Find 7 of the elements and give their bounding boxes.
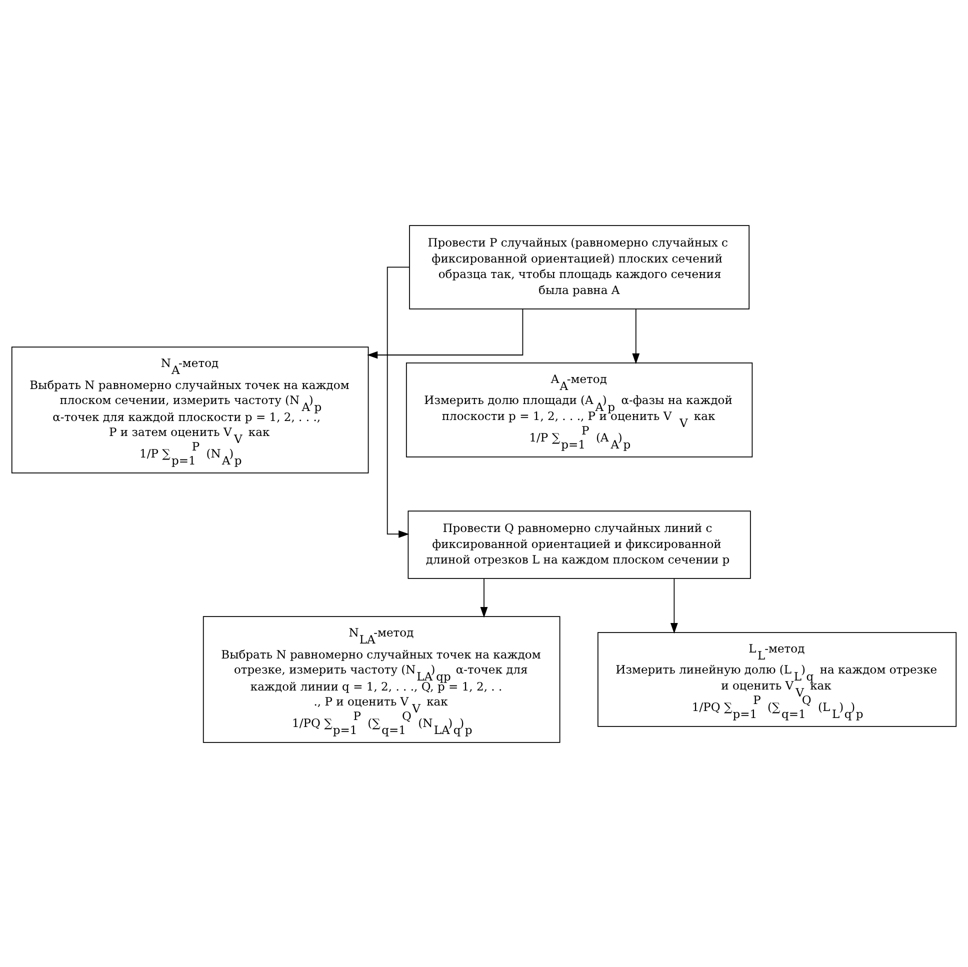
arrow [367, 308, 524, 358]
arrow [386, 266, 410, 538]
node-box: Провести Q равномерно случайных линий с фиксированной ориентацией и фиксированной длиной отрезков L на каждом плоском сечении p [408, 510, 751, 578]
arrow [670, 578, 678, 634]
arrow [480, 578, 488, 618]
node-box: Провести P случайных (равномерно случайных с фиксированной ориентацией) плоских сечений образца так, чтобы площадь каждого сечения была равна A [409, 224, 750, 309]
arrow [632, 308, 640, 364]
